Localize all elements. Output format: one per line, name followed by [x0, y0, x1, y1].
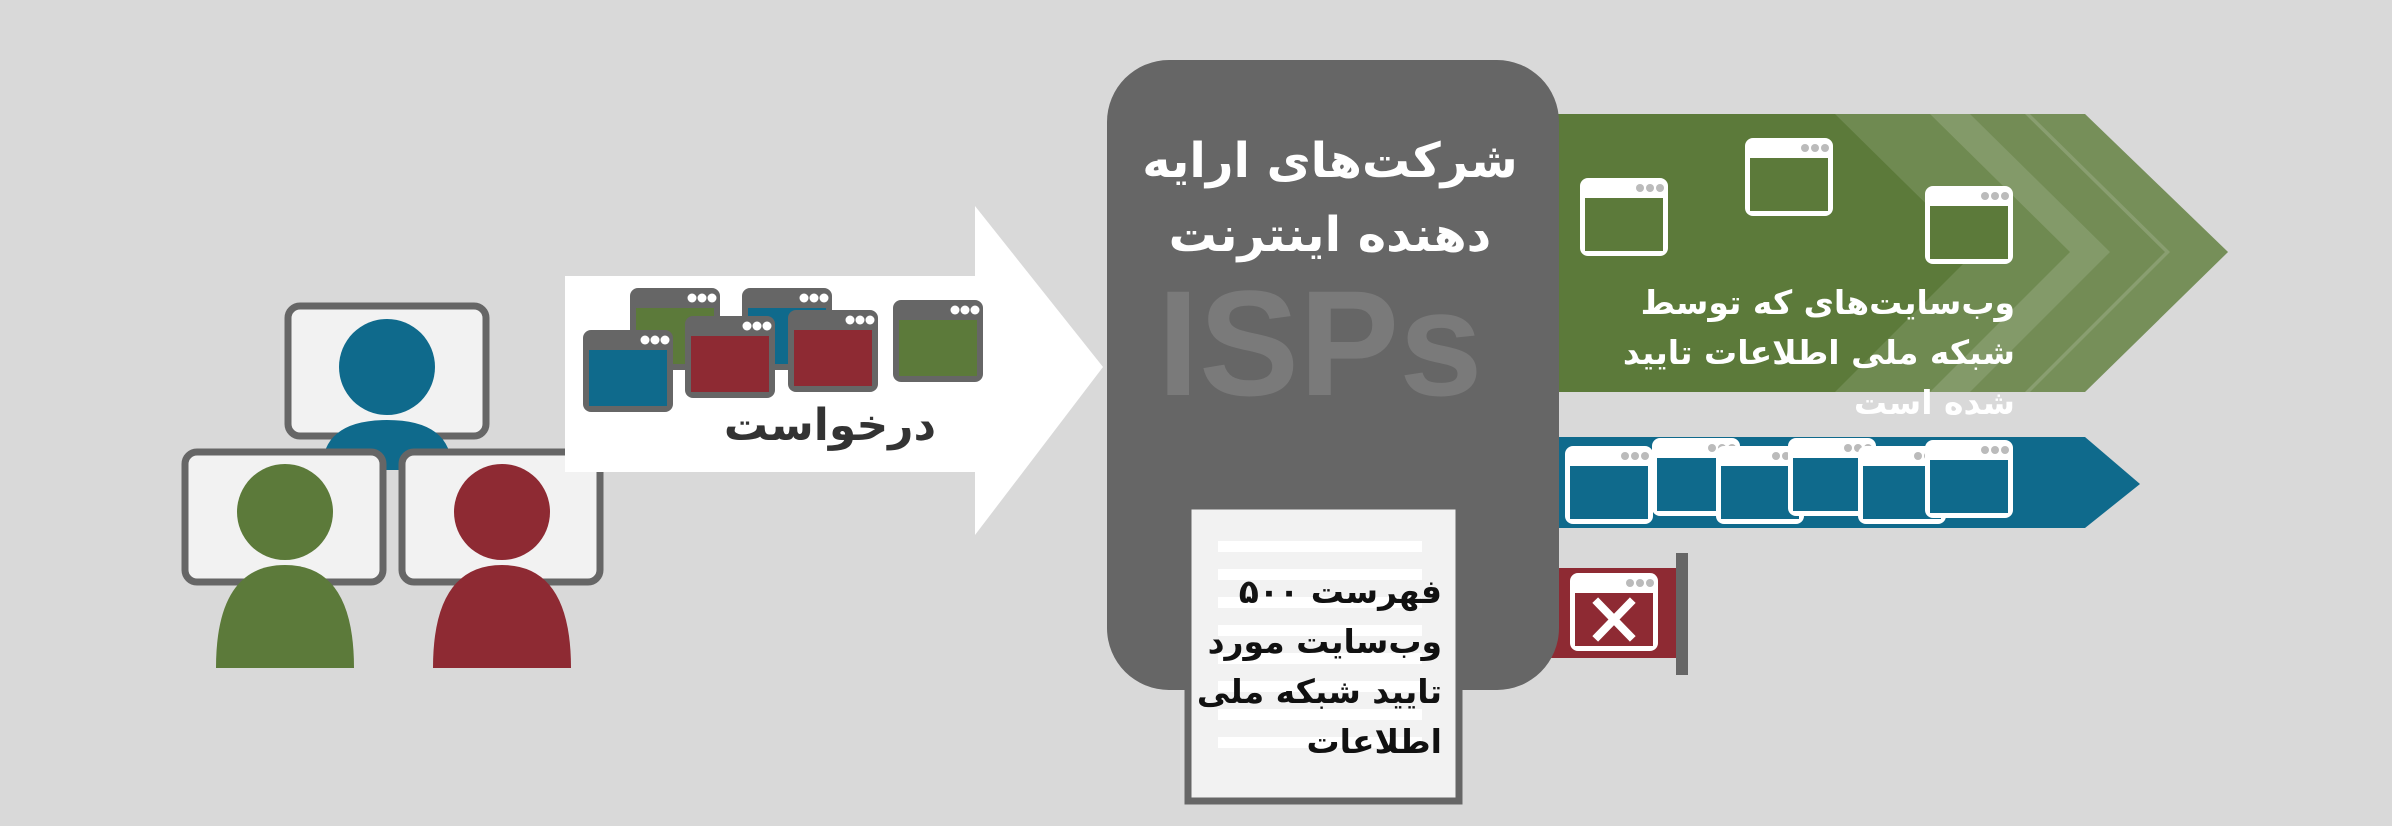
browser-window-icon [893, 300, 983, 382]
browser-window-icon [1745, 138, 1833, 216]
approved-list-text: فهرست ۵۰۰ وب‌سایت مورد تایید شبکه ملی اط… [1196, 572, 1442, 761]
isp-abbreviation: ISPs [1157, 259, 1483, 427]
browser-window-icon [1925, 186, 2013, 264]
user-icon [398, 448, 604, 668]
document-icon [1184, 502, 1463, 805]
blocked-x-icon [1570, 573, 1658, 651]
blocked-site [1540, 553, 1688, 675]
browser-window-icon [1925, 440, 2013, 518]
browser-window-icon [788, 310, 878, 392]
blue-windows [1565, 438, 2013, 524]
users-group [181, 302, 604, 668]
isp-title: شرکت‌های ارایه دهنده اینترنت [1142, 133, 1518, 263]
browser-window-icon [1565, 446, 1653, 524]
user-icon [284, 302, 490, 470]
browser-window-icon [685, 316, 775, 398]
browser-window-icon [583, 330, 673, 412]
approved-arrow [1540, 114, 2228, 392]
request-label: درخواست [723, 400, 937, 451]
browser-window-icon [1580, 178, 1668, 256]
approved-sites-caption: وب‌سایت‌های که توسط شبکه ملی اطلاعات تای… [1622, 283, 2015, 422]
user-icon [181, 448, 387, 668]
